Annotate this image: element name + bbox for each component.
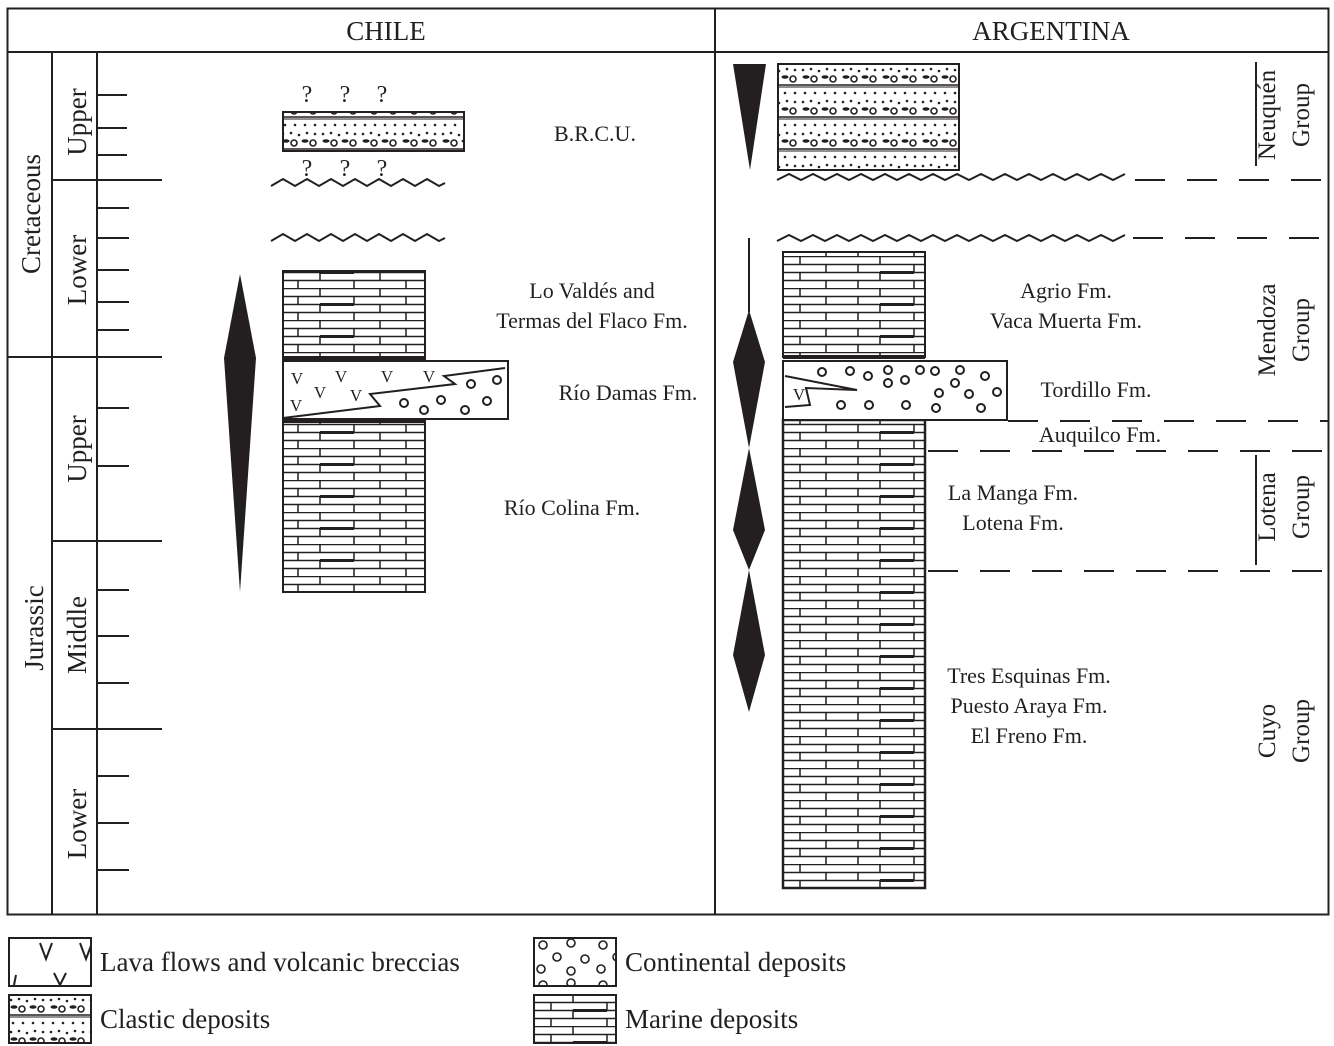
group-label-cuyo: Cuyo	[1254, 704, 1281, 758]
continental-pattern-swatch	[533, 937, 617, 987]
epoch-label-jurassic-lower: Lower	[62, 789, 92, 859]
volcanic-mark: V	[314, 383, 327, 402]
volcanic-pattern-swatch	[8, 937, 92, 987]
legend-item-marine: Marine deposits	[533, 994, 798, 1044]
label-la-manga-fm: La Manga Fm.	[948, 480, 1078, 505]
legend-label: Marine deposits	[625, 1003, 799, 1034]
label-tres-esquinas-fm: Tres Esquinas Fm.	[947, 663, 1111, 688]
legend-label: Lava flows and volcanic breccias	[100, 946, 460, 977]
chart-frame	[6, 7, 1330, 916]
uncertain-mark: ?	[302, 156, 313, 182]
period-label-cretaceous: Cretaceous	[16, 154, 46, 274]
volcanic-mark: V	[291, 369, 304, 388]
chile-clastic-unit	[282, 111, 465, 152]
period-label-jurassic: Jurassic	[19, 585, 49, 670]
label-agrio-fm: Agrio Fm.	[1020, 278, 1112, 303]
unconformity-line	[776, 172, 1126, 182]
legend-item-volcanic: Lava flows and volcanic breccias	[8, 937, 460, 987]
argentina-continental-unit: V	[782, 360, 1008, 421]
volcanic-mark: V	[350, 386, 363, 405]
unconformity-line	[776, 233, 1126, 243]
clastic-pattern-swatch	[8, 994, 92, 1044]
region-header-argentina: ARGENTINA	[972, 16, 1130, 46]
region-header-chile: CHILE	[346, 16, 425, 46]
uncertain-mark: ?	[377, 156, 388, 182]
period-boundaries	[7, 179, 162, 730]
uncertain-mark: ?	[340, 156, 351, 182]
volcanic-mark: V	[423, 367, 436, 386]
group-label-lotena-group: Group	[1288, 475, 1315, 539]
chile-marine-unit-upper	[282, 270, 426, 360]
uncertain-mark: ?	[377, 82, 388, 108]
epoch-label-cretaceous-upper: Upper	[62, 88, 92, 155]
label-termas-del-flaco: Termas del Flaco Fm.	[496, 308, 688, 333]
epoch-label-jurassic-middle: Middle	[62, 596, 92, 674]
label-el-freno-fm: El Freno Fm.	[971, 723, 1088, 748]
group-boundary-dashes	[928, 179, 1329, 572]
chile-transgression-regression-symbol	[224, 274, 256, 592]
label-lotena-fm: Lotena Fm.	[962, 510, 1063, 535]
label-puesto-araya-fm: Puesto Araya Fm.	[950, 693, 1107, 718]
label-brcu: B.R.C.U.	[554, 121, 636, 146]
label-auquilco-fm: Auquilco Fm.	[1039, 422, 1161, 447]
legend-item-continental: Continental deposits	[533, 937, 846, 987]
chile-volcanic-continental-unit: V V V V V V V	[282, 360, 509, 420]
volcanic-mark: V	[335, 367, 348, 386]
group-label-neuquen: Neuquén	[1254, 69, 1281, 160]
label-vaca-muerta-fm: Vaca Muerta Fm.	[990, 308, 1142, 333]
volcanic-mark: V	[290, 396, 303, 415]
uncertain-mark: ?	[340, 82, 351, 108]
unconformity-line	[270, 177, 446, 188]
group-label-mendoza-group: Group	[1288, 298, 1315, 362]
volcanic-mark: V	[381, 367, 394, 386]
group-label-cuyo-group: Group	[1288, 699, 1315, 763]
label-tordillo-fm: Tordillo Fm.	[1041, 377, 1152, 402]
legend-label: Continental deposits	[625, 946, 847, 977]
label-rio-damas: Río Damas Fm.	[559, 380, 698, 405]
label-lo-valdes: Lo Valdés and	[529, 278, 654, 303]
argentina-marine-unit-upper	[782, 251, 926, 358]
chile-marine-unit-lower	[282, 419, 426, 593]
group-label-neuquen-group: Group	[1288, 83, 1315, 147]
legend-item-clastic: Clastic deposits	[8, 994, 270, 1044]
timescale-ticks	[97, 94, 129, 871]
group-label-lotena: Lotena	[1254, 472, 1281, 541]
epoch-label-jurassic-upper: Upper	[62, 415, 92, 482]
label-rio-colina: Río Colina Fm.	[504, 495, 640, 520]
epoch-label-cretaceous-lower: Lower	[62, 235, 92, 305]
legend-label: Clastic deposits	[100, 1003, 271, 1034]
volcanic-mark: V	[793, 385, 806, 404]
unconformity-line	[270, 232, 446, 243]
uncertain-mark: ?	[302, 82, 313, 108]
group-label-mendoza: Mendoza	[1254, 283, 1281, 376]
argentina-marine-unit-lower	[781, 418, 927, 890]
argentina-regression-triangle	[733, 64, 766, 170]
argentina-clastic-unit	[777, 63, 960, 171]
marine-pattern-swatch	[533, 994, 617, 1044]
argentina-transgression-regression-symbol	[733, 238, 765, 712]
